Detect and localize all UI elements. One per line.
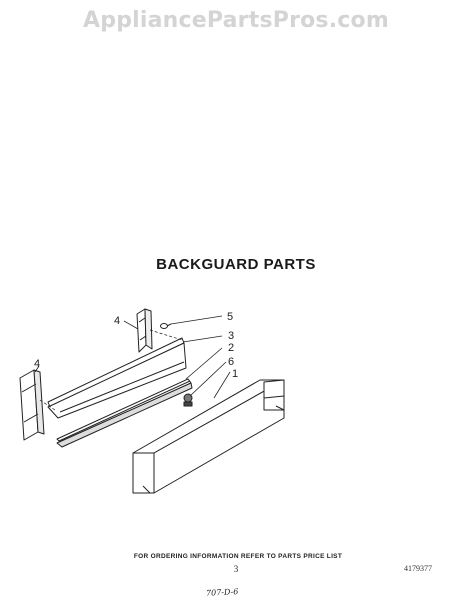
clip-screw — [160, 323, 172, 329]
mounting-hardware — [183, 393, 193, 407]
handwritten-note: 707-D-6 — [205, 587, 239, 598]
end-bracket-left — [19, 369, 45, 441]
callout-4-upper: 4 — [114, 315, 120, 327]
callout-2: 2 — [228, 342, 234, 354]
ordering-info: FOR ORDERING INFORMATION REFER TO PARTS … — [133, 553, 343, 560]
page-number: 3 — [233, 564, 239, 574]
trim-strip — [56, 378, 193, 448]
exploded-parts-diagram: 4 5 3 2 6 1 4 — [19, 308, 285, 494]
assembly-guides — [39, 329, 183, 411]
backguard-housing — [132, 379, 285, 494]
callout-5: 5 — [227, 311, 233, 323]
end-bracket-right — [136, 308, 153, 353]
callout-4-lower: 4 — [34, 358, 40, 370]
leader-lines — [34, 315, 231, 399]
document-number: 4179377 — [404, 564, 432, 573]
callout-6: 6 — [228, 356, 234, 368]
callout-1: 1 — [232, 368, 238, 380]
page-title: BACKGUARD PARTS — [156, 256, 316, 273]
callout-3: 3 — [228, 330, 234, 342]
watermark: AppliancePartsPros.com — [83, 8, 389, 33]
backguard-panel — [47, 337, 187, 419]
